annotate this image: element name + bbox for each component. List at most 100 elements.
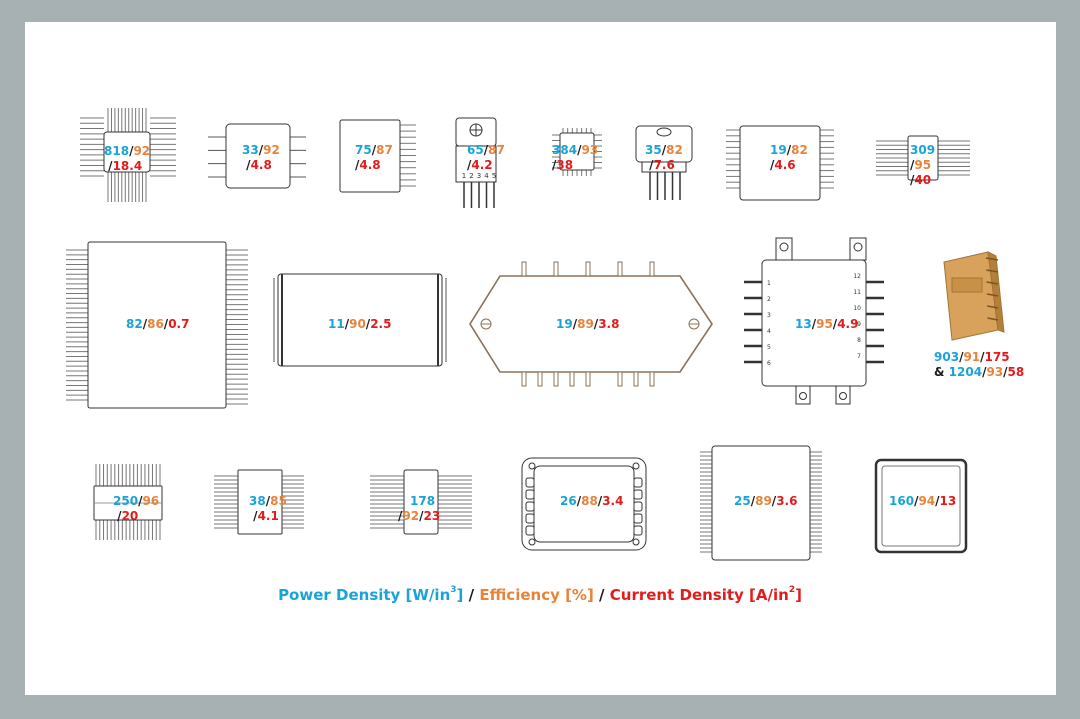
pin-lead [521, 261, 527, 277]
power-density-value: 35 [645, 143, 662, 157]
mounting-hole [656, 127, 672, 137]
module-photo-detail [951, 277, 983, 293]
efficiency-value: 95 [914, 158, 932, 172]
power-density-value: 33 [242, 143, 259, 157]
current-density-value: 40 [914, 173, 932, 187]
current-density-value: 38 [556, 158, 574, 172]
pin-lead [537, 371, 543, 387]
module-label-8: 309 /95 /40 [910, 143, 936, 187]
package-body [881, 465, 961, 547]
pin-lead [521, 371, 527, 387]
power-density-value: 65 [467, 143, 484, 157]
efficiency-value: 95 [816, 317, 833, 331]
module-label-12: 13/95/4.9 [795, 317, 859, 331]
module-label-4: 65/87 /4.2 [467, 143, 505, 172]
current-density-value: 3.4 [602, 494, 624, 508]
module-label-10: 11/90/2.5 [328, 317, 392, 331]
module-label-11: 19/89/3.8 [556, 317, 620, 331]
pin-lead [986, 281, 999, 285]
module-label-1: 818/92 /18.4 [104, 144, 151, 173]
module-label-3: 75/87 /4.8 [355, 143, 393, 172]
efficiency-value: 89 [755, 494, 772, 508]
efficiency-value: 91 [963, 350, 981, 364]
pad [525, 489, 535, 500]
module-photo-side [987, 251, 1005, 333]
pin-lead [585, 261, 591, 277]
mounting-hole [632, 462, 640, 470]
current-density-value: 2.5 [370, 317, 392, 331]
power-density-value: 818 [104, 144, 130, 158]
package-body [277, 273, 443, 367]
pin-number: 2 [767, 296, 771, 303]
power-density-value: 160 [889, 494, 915, 508]
package-body [739, 125, 821, 201]
efficiency-value: 92 [402, 509, 420, 523]
pad [525, 501, 535, 512]
power-density-value: 11 [328, 317, 345, 331]
pin-lead [569, 371, 575, 387]
module-label-9: 82/86/0.7 [126, 317, 190, 331]
efficiency-value: 87 [376, 143, 393, 157]
efficiency-value: 88 [581, 494, 598, 508]
efficiency-value: 96 [142, 494, 160, 508]
pin-lead [987, 305, 999, 309]
efficiency-value: 82 [791, 143, 808, 157]
mounting-hole [853, 242, 863, 252]
package-body [339, 119, 401, 193]
mounting-hole [632, 538, 640, 546]
current-density-value: 3.8 [598, 317, 620, 331]
pin-lead [987, 317, 999, 321]
pin-lead [553, 261, 559, 277]
current-density-value: 20 [121, 509, 139, 523]
module-label-6: 35/82 /7.6 [645, 143, 683, 172]
package-body [761, 259, 867, 387]
module-label-16: 178 /92/23 [398, 494, 441, 523]
pin-lead [633, 371, 639, 387]
pin-number: 3 [477, 172, 481, 180]
power-density-value: 38 [249, 494, 266, 508]
efficiency-value: 92 [133, 144, 151, 158]
power-density-value: 250 [113, 494, 139, 508]
power-density-value: 82 [126, 317, 143, 331]
efficiency-value: 86 [147, 317, 164, 331]
package-body [403, 469, 439, 535]
pin-number: 5 [767, 344, 771, 351]
pad [525, 525, 535, 536]
package-body [907, 135, 939, 181]
package-body [641, 161, 687, 173]
module-label-5: 384/93 /38 [552, 143, 599, 172]
pin-number: 7 [857, 353, 861, 360]
pin-number: 1 [462, 172, 466, 180]
current-density-value: 4.6 [774, 158, 796, 172]
pin-number: 8 [857, 337, 861, 344]
pad [633, 501, 643, 512]
module-label-17: 26/88/3.4 [560, 494, 624, 508]
pin-lead [649, 371, 655, 387]
pad [633, 525, 643, 536]
pin-lead [649, 261, 655, 277]
efficiency-value: 89 [577, 317, 594, 331]
module-label-7: 19/82 /4.6 [770, 143, 808, 172]
mounting-hole [779, 242, 789, 252]
current-density-value: 175 [984, 350, 1010, 364]
pad [633, 513, 643, 524]
current-density-value: 3.6 [776, 494, 798, 508]
module-label-14: 250/96 /20 [113, 494, 160, 523]
package-body [87, 241, 227, 409]
package-body [103, 131, 151, 173]
efficiency-value: 85 [270, 494, 287, 508]
power-density-value: 75 [355, 143, 372, 157]
pin-number: 2 [469, 172, 473, 180]
mounting-hole [528, 538, 536, 546]
power-density-value: 1204 [948, 365, 983, 379]
mounting-hole [799, 392, 807, 400]
mounting-hole [839, 392, 847, 400]
package-body [559, 132, 595, 171]
legend-current-density: Current Density [A/in2] [609, 585, 802, 604]
current-density-value: 4.8 [250, 158, 272, 172]
pad [525, 477, 535, 488]
pin-lead [985, 257, 999, 261]
pad [633, 489, 643, 500]
current-density-value: 4.2 [471, 158, 493, 172]
pin-number: 12 [853, 273, 861, 280]
